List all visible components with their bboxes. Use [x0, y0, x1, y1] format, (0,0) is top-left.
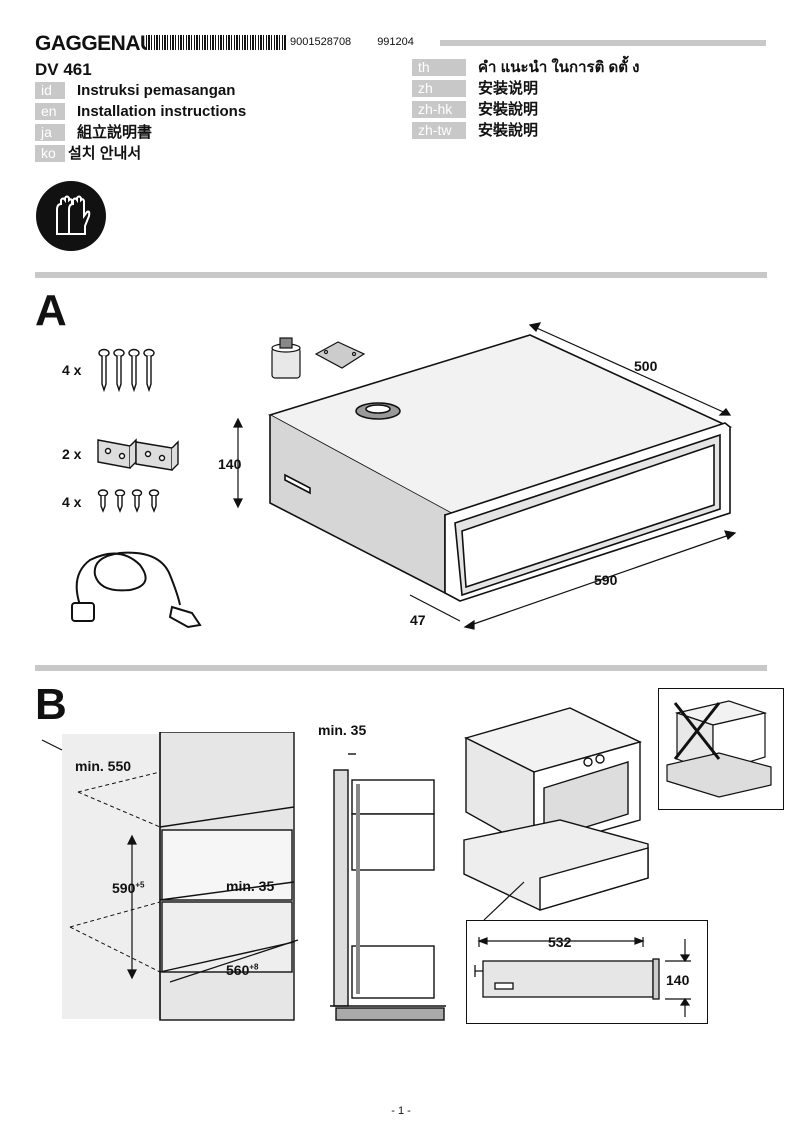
section-b-label: B: [35, 680, 67, 729]
lang-tag: id: [35, 82, 65, 99]
barcode: [146, 35, 286, 50]
language-list-right: th คำ แนะนำ ในการติ ดตั้ ง zh 安装说明 zh-hk 安裝…: [412, 59, 639, 139]
lang-row: zh 安装说明: [412, 80, 639, 97]
lang-row: th คำ แนะนำ ในการติ ดตั้ ง: [412, 59, 639, 76]
accessory-icons: [271, 337, 366, 379]
dim-height: 140: [218, 456, 242, 472]
model-title: DV 461: [35, 60, 92, 79]
dim-gap-min: min. 35: [226, 878, 275, 894]
dim-niche-width-value: 560: [226, 962, 250, 978]
dim-drawer-height: 140: [666, 972, 690, 988]
drawer-detail-box: [466, 920, 708, 1024]
header-rule: [440, 40, 766, 46]
barcode-number: 9001528708: [290, 36, 352, 48]
lang-tag: en: [35, 103, 65, 120]
lang-row: ja 組立説明書: [35, 124, 246, 141]
part-qty: 4 x: [62, 494, 82, 510]
dim-depth: 500: [634, 358, 658, 374]
part-qty: 4 x: [62, 362, 82, 378]
page-number: - 1 -: [391, 1105, 411, 1117]
part-qty: 2 x: [62, 446, 82, 462]
lang-title: 安裝說明: [478, 122, 539, 139]
lang-tag: th: [412, 59, 466, 76]
lang-title: 安装说明: [478, 80, 539, 97]
dim-side-min: min. 35: [318, 722, 367, 738]
lang-row: id Instruksi pemasangan: [35, 82, 246, 99]
lang-tag: ko: [35, 145, 65, 162]
lang-title: 組立説明書: [77, 124, 153, 141]
dim-front: 47: [410, 612, 426, 628]
doc-numbers: 9001528708 991204: [290, 36, 440, 48]
short-screw-icon: [97, 489, 160, 513]
cross-icon: [673, 702, 721, 760]
lang-title: 설치 안내서: [68, 145, 142, 162]
gloves-icon: [36, 181, 106, 251]
oven-drawer-assembly-drawing: [463, 707, 649, 911]
dim-inner-width: 532: [548, 934, 572, 950]
dim-depth-min: min. 550: [75, 758, 132, 774]
dim-niche-height: 590+5: [112, 880, 144, 896]
dim-niche-width: 560+8: [226, 962, 258, 978]
lang-title: 安裝說明: [478, 101, 539, 118]
dim-niche-height-value: 590: [112, 880, 136, 896]
warming-drawer-drawing: [233, 322, 737, 630]
brand-logo: GAGGENAU: [35, 32, 155, 55]
dim-niche-height-tol: +5: [135, 880, 145, 890]
bracket-icon: [97, 438, 179, 471]
power-cord-icon: [71, 551, 202, 629]
incorrect-install-drawing: [666, 700, 772, 798]
doc-code: 991204: [377, 36, 414, 48]
section-divider: [35, 665, 767, 671]
incorrect-install-box: [658, 688, 784, 810]
dim-width: 590: [594, 572, 618, 588]
lang-tag: zh-hk: [412, 101, 466, 118]
lang-title: Instruksi pemasangan: [77, 82, 236, 99]
lang-title: คำ แนะนำ ในการติ ดตั้ ง: [478, 59, 640, 76]
lang-tag: zh-tw: [412, 122, 466, 139]
section-divider: [35, 272, 767, 278]
lang-row: en Installation instructions: [35, 103, 246, 120]
lang-row: zh-hk 安裝說明: [412, 101, 639, 118]
cabinet-niche-drawing: [41, 732, 299, 1021]
lang-tag: zh: [412, 80, 466, 97]
section-a-label: A: [35, 286, 67, 335]
language-list-left: id Instruksi pemasangan en Installation in…: [35, 82, 246, 162]
lang-title: Installation instructions: [77, 103, 247, 120]
lang-tag: ja: [35, 124, 65, 141]
long-screw-icon: [98, 348, 155, 392]
dim-niche-width-tol: +8: [249, 962, 259, 972]
side-section-drawing: [330, 753, 446, 1021]
lang-row: zh-tw 安裝說明: [412, 122, 639, 139]
drawer-detail-drawing: [474, 937, 691, 1017]
detail-callout-line: [483, 881, 525, 921]
